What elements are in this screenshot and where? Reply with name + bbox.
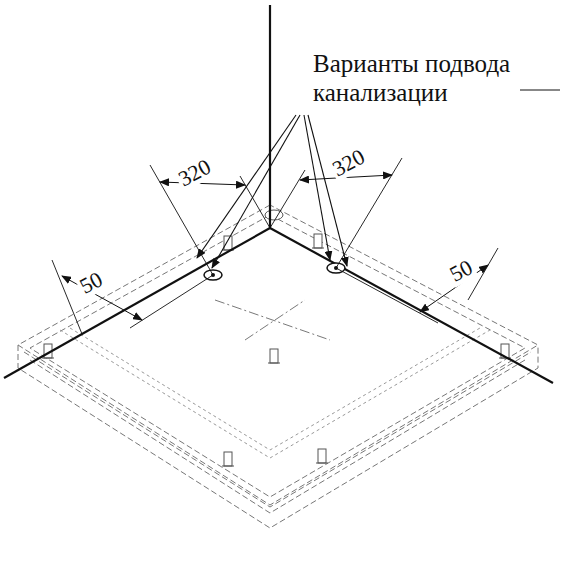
dimension-value: 50 [444,253,479,288]
callout-note: Варианты подвода канализации [313,50,563,108]
dimension-value: 50 [74,265,109,300]
dimension-value: 320 [172,153,217,193]
